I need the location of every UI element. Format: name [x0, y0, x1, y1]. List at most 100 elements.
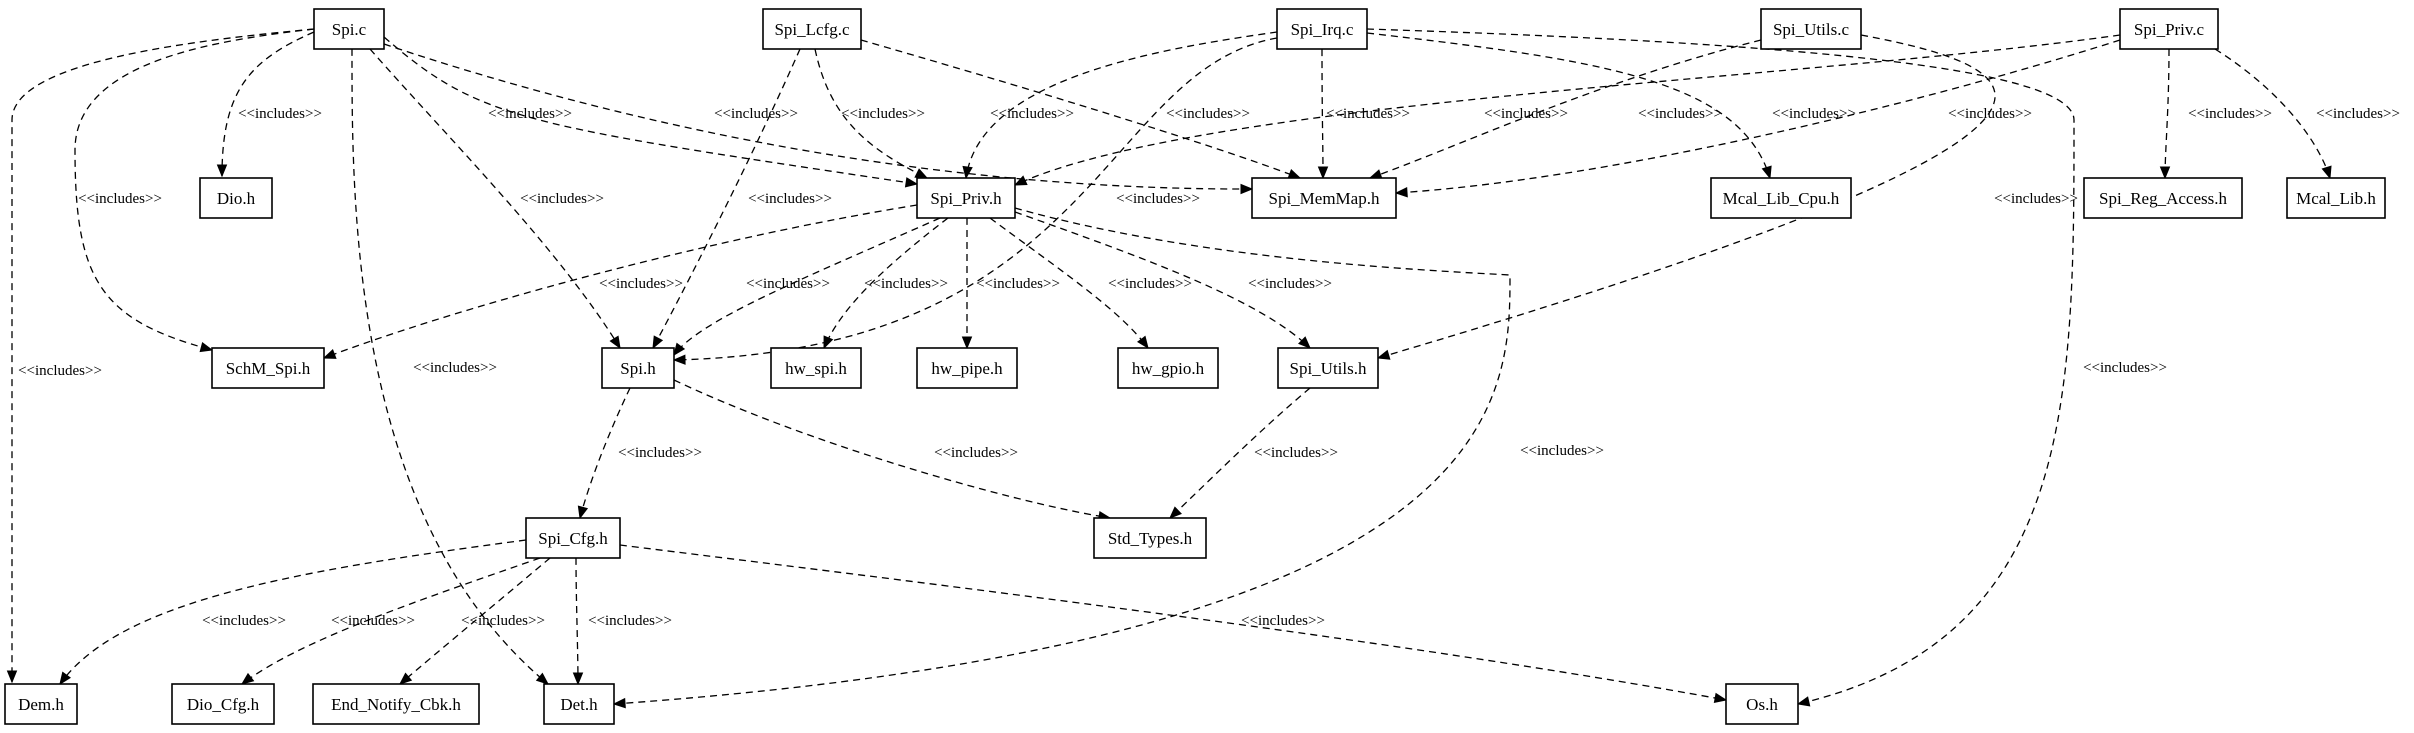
edges-layer: <<includes>><<includes>><<includes>><<in… [6, 28, 2400, 709]
edge-spi_cfg_h-to-os_h: <<includes>> [619, 544, 1728, 704]
node-label: Mcal_Lib.h [2296, 189, 2376, 208]
node-box [1760, 8, 1862, 50]
edge-line [74, 28, 315, 351]
node-spi-memmap-h[interactable]: Spi_MemMap.h [1251, 177, 1397, 219]
node-spi-lcfg-c[interactable]: Spi_Lcfg.c [762, 8, 862, 50]
arrowhead [322, 349, 337, 359]
edge-label: <<includes>> [413, 360, 497, 376]
node-dem-h[interactable]: Dem.h [4, 683, 78, 725]
edge-label: <<includes>> [1948, 106, 2032, 122]
node-label: Det.h [560, 695, 598, 714]
edge-label: <<includes>> [18, 363, 102, 379]
node-spi-irq-c[interactable]: Spi_Irq.c [1276, 8, 1368, 50]
arrowhead [199, 341, 214, 353]
arrowhead [216, 164, 228, 178]
edge-label: <<includes>> [331, 613, 415, 629]
edge-label: <<includes>> [748, 191, 832, 207]
node-box [2286, 177, 2386, 219]
arrowhead [398, 672, 413, 685]
node-spi-c[interactable]: Spi.c [313, 8, 385, 50]
node-box [211, 347, 325, 389]
node-box [1277, 347, 1379, 389]
arrowhead [961, 336, 973, 350]
node-end-notify-cbk-h[interactable]: End_Notify_Cbk.h [312, 683, 480, 725]
node-dio-cfg-h[interactable]: Dio_Cfg.h [171, 683, 275, 725]
edge-line [369, 48, 621, 349]
node-mcal-lib-cpu-h[interactable]: Mcal_Lib_Cpu.h [1710, 177, 1852, 219]
node-label: SchM_Spi.h [226, 359, 311, 378]
node-spi-cfg-h[interactable]: Spi_Cfg.h [525, 517, 621, 559]
edge-line [1395, 39, 2121, 194]
edge-spi_priv_h-to-spi_utils_h: <<includes>> [1014, 211, 1332, 349]
edge-label: <<includes>> [1254, 445, 1338, 461]
arrowhead [673, 342, 686, 357]
edge-spi_irq_c-to-mcal_lib_cpu_h: <<includes>> [1366, 32, 1856, 180]
node-dio-h[interactable]: Dio.h [199, 177, 273, 219]
arrowhead [1287, 169, 1302, 179]
arrowhead [1240, 183, 1254, 195]
edge-spi_utils_h-to-std_types_h: <<includes>> [1169, 387, 1338, 519]
arrowhead [2321, 165, 2332, 180]
node-label: Dio.h [217, 189, 256, 208]
edge-label: <<includes>> [1241, 613, 1325, 629]
edge-line [221, 31, 315, 177]
edge-label: <<includes>> [2188, 106, 2272, 122]
node-spi-h[interactable]: Spi.h [601, 347, 675, 389]
node-spi-priv-h[interactable]: Spi_Priv.h [916, 177, 1016, 219]
edge-line [814, 48, 928, 179]
node-label: Spi_Lcfg.c [774, 20, 850, 39]
edge-spi_priv_h-to-hw_spi_h: <<includes>> [823, 217, 949, 350]
node-label: Spi_Reg_Access.h [2099, 189, 2227, 208]
edge-line [383, 43, 1253, 190]
node-os-h[interactable]: Os.h [1725, 683, 1799, 725]
edge-spi_priv_h-to-schm_spi_h: <<includes>> [322, 204, 918, 359]
node-box [1117, 347, 1219, 389]
arrowhead [914, 168, 929, 179]
edge-line [673, 217, 941, 356]
edge-spi_priv_c-to-spi_reg_access_h: <<includes>> [2159, 48, 2272, 180]
node-schm-spi-h[interactable]: SchM_Spi.h [211, 347, 325, 389]
node-label: Spi_Utils.h [1290, 359, 1367, 378]
node-spi-utils-h[interactable]: Spi_Utils.h [1277, 347, 1379, 389]
edge-spi_priv_c-to-spi_memmap_h: <<includes>> [1394, 39, 2121, 198]
edge-spi_lcfg_c-to-spi_h: <<includes>> [652, 48, 832, 350]
arrowhead [1317, 166, 1329, 180]
edge-spi_priv_c-to-mcal_lib_h: <<includes>> [2214, 48, 2400, 180]
node-spi-priv-c[interactable]: Spi_Priv.c [2119, 8, 2219, 50]
edge-label: <<includes>> [1772, 106, 1856, 122]
edge-line [575, 557, 579, 685]
edge-line [823, 217, 949, 349]
edge-spi_irq_c-to-spi_memmap_h: <<includes>> [1317, 48, 1410, 180]
node-hw-spi-h[interactable]: hw_spi.h [770, 347, 862, 389]
node-label: Dio_Cfg.h [187, 695, 260, 714]
node-box [762, 8, 862, 50]
node-mcal-lib-h[interactable]: Mcal_Lib.h [2286, 177, 2386, 219]
edge-spi_cfg_h-to-dio_cfg_h: <<includes>> [240, 557, 541, 685]
arrowhead [59, 671, 71, 686]
node-label: End_Notify_Cbk.h [331, 695, 461, 714]
edge-spi_irq_c-to-spi_priv_h: <<includes>> [962, 31, 1278, 180]
node-spi-reg-access-h[interactable]: Spi_Reg_Access.h [2083, 177, 2243, 219]
edge-label: <<includes>> [520, 191, 604, 207]
edge-label: <<includes>> [864, 276, 948, 292]
edge-label: <<includes>> [1166, 106, 1250, 122]
node-label: Dem.h [18, 695, 64, 714]
node-std-types-h[interactable]: Std_Types.h [1093, 517, 1207, 559]
edge-line [323, 204, 918, 359]
arrowhead [672, 354, 686, 365]
edge-line [2214, 48, 2331, 179]
edge-label: <<includes>> [1248, 276, 1332, 292]
edge-line [351, 48, 549, 685]
edge-label: <<includes>> [976, 276, 1060, 292]
node-hw-pipe-h[interactable]: hw_pipe.h [916, 347, 1018, 389]
arrowhead [535, 672, 550, 685]
edge-label: <<includes>> [618, 445, 702, 461]
edge-label: <<includes>> [714, 106, 798, 122]
node-hw-gpio-h[interactable]: hw_gpio.h [1117, 347, 1219, 389]
node-det-h[interactable]: Det.h [543, 683, 615, 725]
arrowhead [1394, 187, 1408, 198]
node-label: Spi_Cfg.h [538, 529, 608, 548]
edge-spi_h-to-spi_cfg_h: <<includes>> [577, 387, 702, 520]
node-spi-utils-c[interactable]: Spi_Utils.c [1760, 8, 1862, 50]
